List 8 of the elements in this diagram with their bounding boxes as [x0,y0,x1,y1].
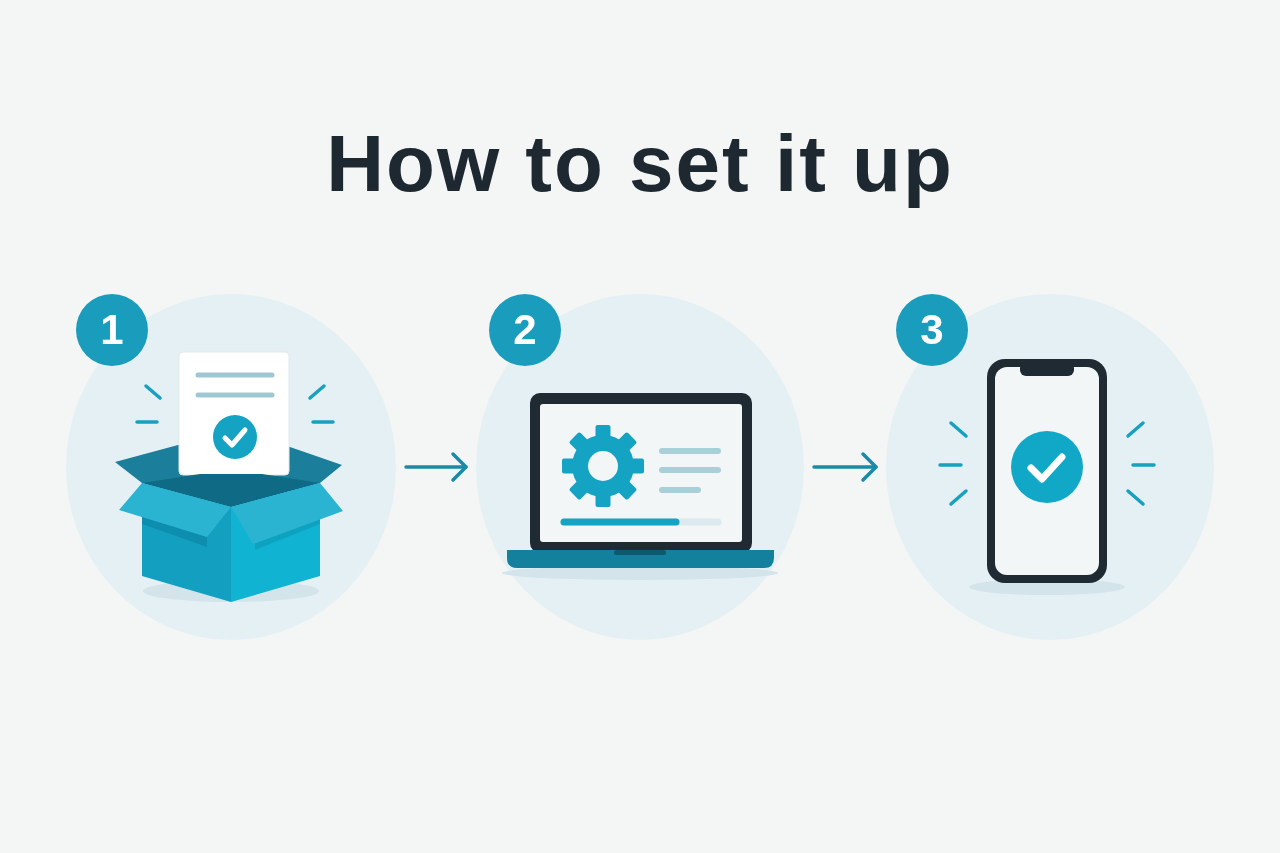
step-circle [66,294,396,640]
step-number: 1 [76,294,148,366]
step-number: 2 [489,294,561,366]
step-number: 3 [896,294,968,366]
arrow [812,452,878,482]
arrow [404,452,468,482]
step-circle [886,294,1214,640]
step-circle [476,294,804,640]
